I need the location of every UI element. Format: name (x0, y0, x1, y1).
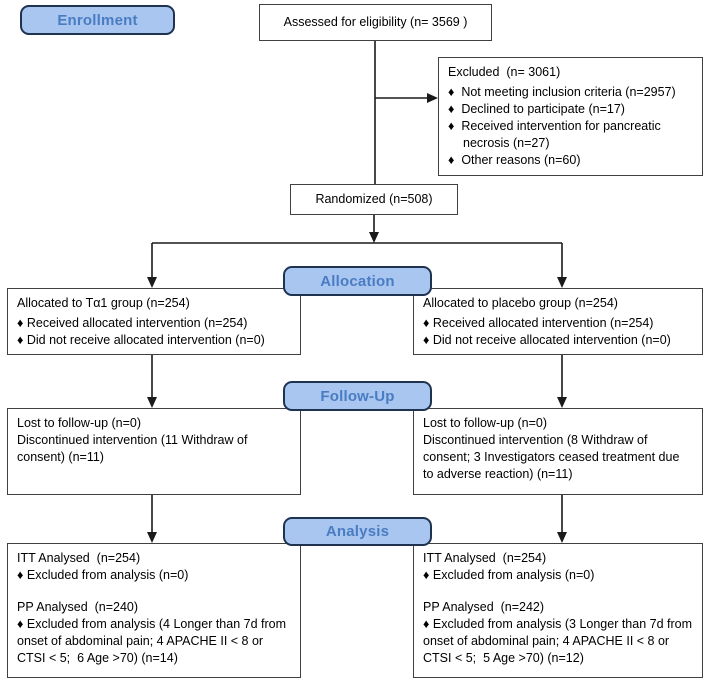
assessed-box: Assessed for eligibility (n= 3569 ) (259, 4, 492, 41)
itt-bullet: ♦ Excluded from analysis (n=0) (17, 568, 189, 582)
pp-bullet: ♦ Excluded from analysis (4 Longer than … (17, 617, 290, 665)
allocation-bullet: ♦ Received allocated intervention (n=254… (17, 316, 248, 330)
connector-lines (151, 41, 563, 534)
itt-title: ITT Analysed (n=254) (423, 551, 547, 565)
excluded-box: Excluded (n= 3061) ♦ Not meeting inclusi… (438, 57, 703, 176)
follow-up-line: Lost to follow-up (n=0) (17, 416, 142, 430)
arrowhead-fu-right (557, 397, 567, 408)
analysis-badge: Analysis (283, 517, 432, 546)
allocation-bullet: ♦ Did not receive allocated intervention… (423, 333, 671, 347)
analysis-right-box: ITT Analysed (n=254) ♦ Excluded from ana… (413, 543, 703, 678)
allocation-badge: Allocation (283, 266, 432, 296)
arrowhead-alloc-right (557, 277, 567, 288)
arrowheads (147, 93, 567, 543)
follow-up-line: Discontinued intervention (11 Withdraw o… (17, 433, 251, 464)
allocation-left-box: Allocated to Tα1 group (n=254) ♦ Receive… (7, 288, 301, 355)
excluded-bullets: ♦ Not meeting inclusion criteria (n=2957… (448, 84, 693, 169)
arrowhead-analysis-right (557, 532, 567, 543)
randomized-text: Randomized (n=508) (315, 192, 433, 206)
enrollment-badge: Enrollment (20, 5, 175, 35)
allocation-left-bullets: ♦ Received allocated intervention (n=254… (17, 315, 291, 349)
allocation-bullet: ♦ Received allocated intervention (n=254… (423, 316, 654, 330)
itt-bullet: ♦ Excluded from analysis (n=0) (423, 568, 595, 582)
follow-up-line: Lost to follow-up (n=0) (423, 416, 548, 430)
arrowhead-alloc-left (147, 277, 157, 288)
follow-up-badge: Follow-Up (283, 381, 432, 411)
pp-title: PP Analysed (n=240) (17, 600, 139, 614)
arrowhead-analysis-left (147, 532, 157, 543)
allocation-right-title: Allocated to placebo group (n=254) (423, 296, 618, 310)
arrowhead-split (369, 232, 379, 243)
excluded-bullet: ♦ Other reasons (n=60) (448, 153, 581, 167)
excluded-bullet: ♦ Declined to participate (n=17) (448, 102, 625, 116)
allocation-left-title: Allocated to Tα1 group (n=254) (17, 296, 190, 310)
pp-bullet: ♦ Excluded from analysis (3 Longer than … (423, 617, 696, 665)
randomized-box: Randomized (n=508) (290, 184, 458, 215)
itt-title: ITT Analysed (n=254) (17, 551, 141, 565)
excluded-bullet: ♦ Not meeting inclusion criteria (n=2957… (448, 85, 676, 99)
assessed-text: Assessed for eligibility (n= 3569 ) (283, 15, 468, 29)
follow-up-left-box: Lost to follow-up (n=0) Discontinued int… (7, 408, 301, 495)
arrowhead-excluded (427, 93, 438, 103)
allocation-bullet: ♦ Did not receive allocated intervention… (17, 333, 265, 347)
follow-up-line: Discontinued intervention (8 Withdraw of… (423, 433, 683, 481)
excluded-title: Excluded (n= 3061) (448, 65, 561, 79)
analysis-left-box: ITT Analysed (n=254) ♦ Excluded from ana… (7, 543, 301, 678)
allocation-right-bullets: ♦ Received allocated intervention (n=254… (423, 315, 693, 349)
allocation-right-box: Allocated to placebo group (n=254) ♦ Rec… (413, 288, 703, 355)
follow-up-right-box: Lost to follow-up (n=0) Discontinued int… (413, 408, 703, 495)
pp-title: PP Analysed (n=242) (423, 600, 545, 614)
arrowhead-fu-left (147, 397, 157, 408)
excluded-bullet: ♦ Received intervention for pancreatic n… (448, 119, 665, 150)
